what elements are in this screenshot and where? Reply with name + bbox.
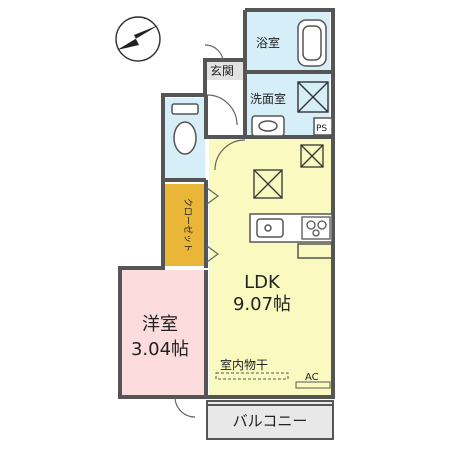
entrance-label: 玄関: [210, 63, 234, 78]
western-room: [120, 270, 207, 397]
drying-label: 室内物干: [220, 357, 268, 372]
ldk-area: 9.07帖: [233, 294, 291, 315]
ps-label: PS: [316, 124, 327, 134]
balcony-rail: [206, 400, 334, 440]
western-label: 洋室: [142, 314, 178, 335]
entrance-area: [205, 60, 245, 80]
drying-rod: [215, 372, 289, 380]
kitchen-counter: [249, 213, 333, 243]
ventilation-fan-icon: [253, 144, 324, 199]
balcony-area: [207, 401, 333, 439]
stove-icon: [301, 216, 331, 240]
washer-icon: [297, 81, 329, 113]
pipe-space: [313, 117, 333, 136]
bath-label: 浴室: [256, 35, 280, 50]
aircon-label: AC: [305, 372, 319, 383]
compass-icon: [115, 16, 161, 62]
washroom-label: 洗面室: [250, 91, 286, 106]
ldk-label: LDK: [244, 272, 281, 293]
fridge-space: [297, 243, 333, 259]
closet-area: [165, 184, 205, 266]
toilet-icon: [171, 103, 199, 155]
balcony-label: バルコニー: [233, 412, 308, 430]
western-area: 3.04帖: [131, 339, 189, 360]
sink-icon: [251, 115, 285, 137]
door-swing-icon: [174, 44, 246, 418]
walls: [118, 8, 335, 399]
bathtub-icon: [297, 19, 327, 67]
closet-label: クローゼット: [182, 198, 194, 252]
aircon-unit: [295, 381, 331, 389]
